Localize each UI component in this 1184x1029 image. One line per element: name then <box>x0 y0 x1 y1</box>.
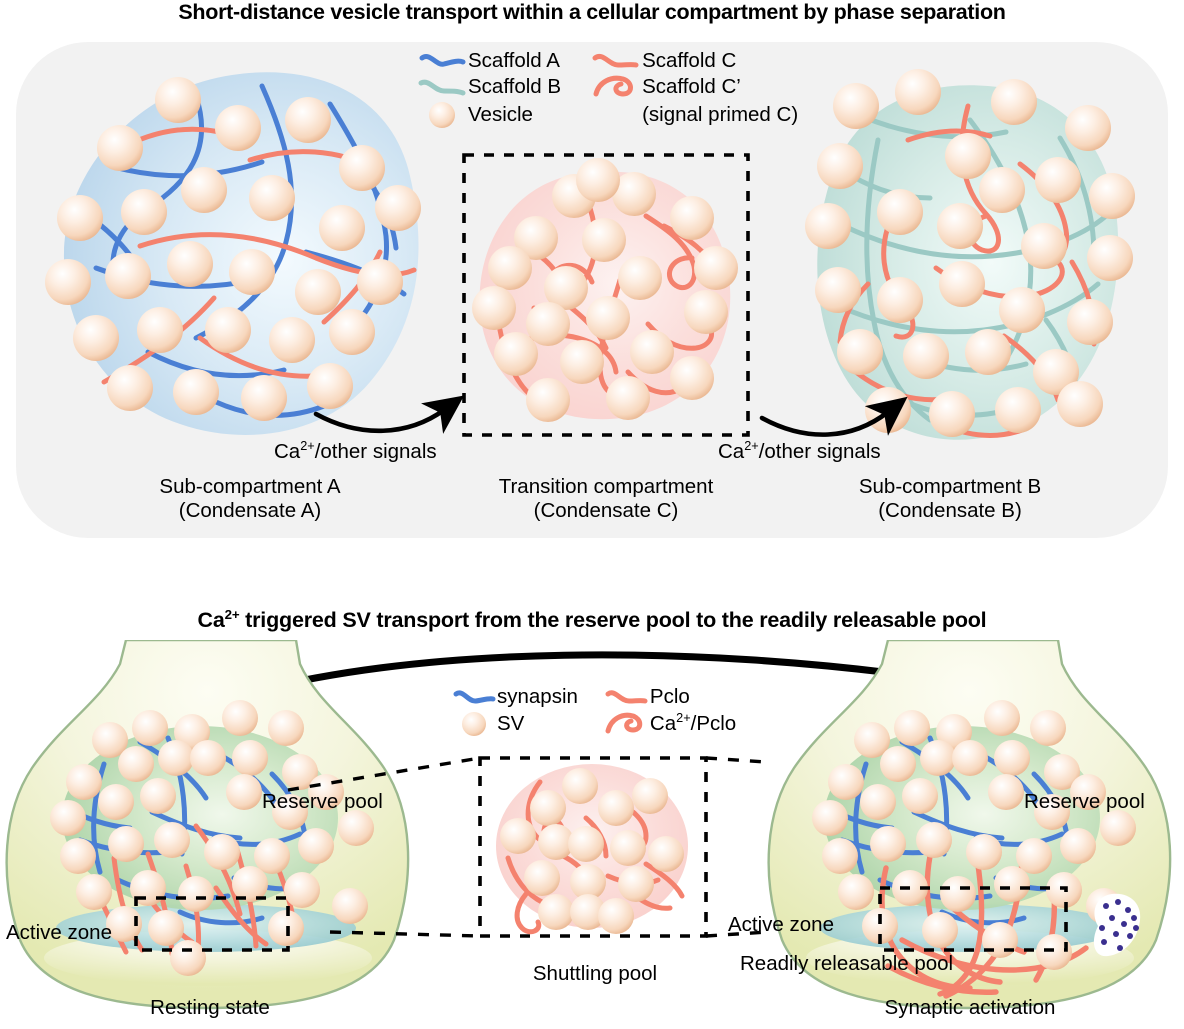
caption-sub-compartment-b-sub: (Condensate B) <box>878 499 1022 522</box>
shuttling-pool-vesicles <box>500 768 684 934</box>
synaptic-activation-az-box <box>878 886 1068 952</box>
caption-sub-compartment-b: Sub-compartment B (Condensate B) <box>760 475 1140 523</box>
label-reserve-pool-right: Reserve pool <box>1024 790 1145 813</box>
legend-label-scaffold-b: Scaffold B <box>468 75 562 98</box>
legend-icon-scaffold-c <box>591 48 641 74</box>
legend-icon-scaffold-b <box>418 74 468 100</box>
vesicles-sub-compartment-a <box>45 77 421 421</box>
resting-state-az-box <box>134 896 290 952</box>
label-readily-releasable-pool: Readily releasable pool <box>740 952 954 975</box>
caption-transition-compartment-name: Transition compartment <box>498 475 714 498</box>
legend-label-scaffold-c-prime-note: (signal primed C) <box>642 103 799 126</box>
legend-label-scaffold-c-prime: Scaffold C’ <box>642 75 741 98</box>
panel-top-title: Short-distance vesicle transport within … <box>178 0 1006 24</box>
panel-bottom-graphic <box>5 640 1172 1010</box>
label-active-zone-right: Active zone <box>728 913 834 936</box>
neurotransmitter-dots <box>1099 899 1139 951</box>
legend-icon-scaffold-c-prime <box>591 74 641 100</box>
vesicles-sub-compartment-b <box>805 69 1135 437</box>
legend-icon-pclo <box>604 684 649 710</box>
caption-shuttling-pool: Shuttling pool <box>532 962 658 985</box>
arrow-label-a-to-c: Ca2+/other signals <box>274 438 437 463</box>
arrow-a-to-c <box>313 395 465 434</box>
caption-sub-compartment-b-name: Sub-compartment B <box>858 475 1042 498</box>
arrow-c-to-b <box>759 396 908 437</box>
legend-label-sv: SV <box>497 712 525 735</box>
legend-icon-vesicle <box>418 100 468 130</box>
legend-label-vesicle: Vesicle <box>468 103 533 126</box>
caption-transition-compartment: Transition compartment (Condensate C) <box>416 475 796 523</box>
arrow-label-c-to-b: Ca2+/other signals <box>718 438 881 463</box>
synaptic-activation-vesicles <box>812 700 1136 970</box>
transport-arrow <box>218 651 934 704</box>
caption-synaptic-activation: Synaptic activation <box>884 996 1056 1019</box>
legend-label-pclo: Pclo <box>649 685 690 708</box>
label-active-zone-left: Active zone <box>6 921 112 944</box>
caption-sub-compartment-a-sub: (Condensate A) <box>178 499 322 522</box>
legend-label-scaffold-c: Scaffold C <box>642 49 737 72</box>
caption-sub-compartment-a: Sub-compartment A (Condensate A) <box>60 475 440 523</box>
panel-top-graphic <box>16 42 1168 538</box>
legend-label-synapsin: synapsin <box>497 685 578 708</box>
caption-sub-compartment-a-name: Sub-compartment A <box>159 475 341 498</box>
legend-top: Scaffold A Scaffold C Scaffold B Scaffol… <box>418 48 799 130</box>
caption-resting-state: Resting state <box>150 996 270 1019</box>
caption-transition-compartment-sub: (Condensate C) <box>533 499 679 522</box>
legend-label-scaffold-a: Scaffold A <box>468 49 560 72</box>
legend-label-ca-pclo: Ca2+/Pclo <box>649 710 737 735</box>
zoom-connector-right <box>705 756 769 938</box>
panel-bottom-title: Ca2+ triggered SV transport from the res… <box>197 606 987 632</box>
legend-icon-scaffold-a <box>418 48 468 74</box>
resting-state-vesicles <box>50 700 374 976</box>
legend-icon-ca-pclo <box>604 710 649 738</box>
zoom-connector-left <box>287 756 481 938</box>
legend-icon-synapsin <box>452 684 497 710</box>
legend-bottom: synapsin Pclo SV Ca <box>452 684 737 738</box>
transition-compartment-box <box>462 153 750 437</box>
release-site <box>1093 893 1141 957</box>
vesicles-transition-compartment <box>472 158 738 422</box>
label-reserve-pool-left: Reserve pool <box>262 790 383 813</box>
legend-icon-sv <box>452 710 497 738</box>
